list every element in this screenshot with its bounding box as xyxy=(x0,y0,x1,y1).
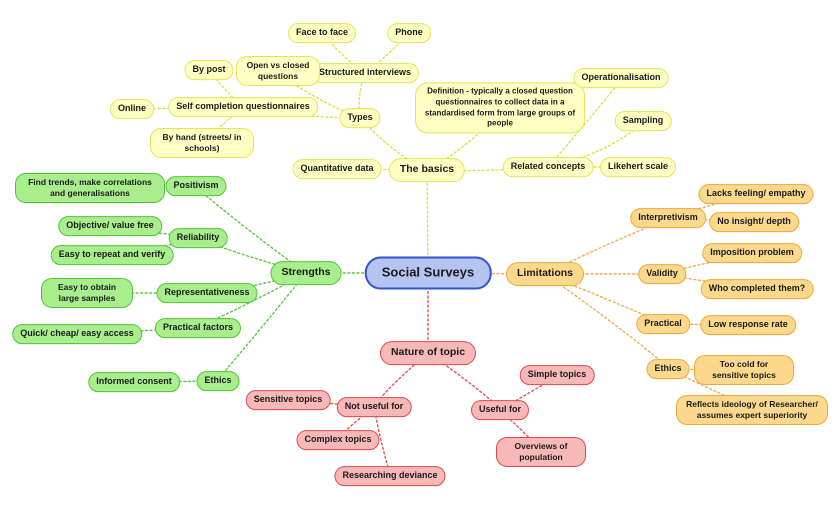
node-objective-value-free[interactable]: Objective/ value free xyxy=(58,216,162,236)
node-who-completed-them[interactable]: Who completed them? xyxy=(700,279,814,299)
node-nature-of-topic[interactable]: Nature of topic xyxy=(379,341,477,365)
node-useful-for[interactable]: Useful for xyxy=(470,400,530,420)
node-operationalisation[interactable]: Operationalisation xyxy=(573,68,669,88)
node-by-post[interactable]: By post xyxy=(184,60,234,80)
node-validity[interactable]: Validity xyxy=(638,264,686,284)
node-online[interactable]: Online xyxy=(109,99,155,119)
node-researching-deviance[interactable]: Researching deviance xyxy=(334,466,446,486)
node-lacks-feeling[interactable]: Lacks feeling/ empathy xyxy=(698,184,814,204)
node-practical-limitations[interactable]: Practical xyxy=(636,314,690,334)
node-sensitive-topics[interactable]: Sensitive topics xyxy=(245,390,331,410)
node-low-response-rate[interactable]: Low response rate xyxy=(700,315,796,335)
node-easy-to-repeat[interactable]: Easy to repeat and verify xyxy=(50,245,174,265)
node-definition[interactable]: Definition - typically a closed question… xyxy=(415,82,585,134)
node-ethics-limitations[interactable]: Ethics xyxy=(646,359,690,379)
node-sampling[interactable]: Sampling xyxy=(614,111,672,131)
node-phone[interactable]: Phone xyxy=(387,23,431,43)
node-complex-topics[interactable]: Complex topics xyxy=(296,430,380,450)
node-representativeness[interactable]: Representativeness xyxy=(156,283,258,303)
node-by-hand[interactable]: By hand (streets/ in schools) xyxy=(150,127,254,159)
node-overviews-of-population[interactable]: Overviews of population xyxy=(496,436,586,468)
node-quick-cheap-easy[interactable]: Quick/ cheap/ easy access xyxy=(12,324,142,344)
node-practical-factors[interactable]: Practical factors xyxy=(154,318,242,338)
node-informed-consent[interactable]: Informed consent xyxy=(88,372,180,392)
node-types[interactable]: Types xyxy=(339,108,381,128)
node-structured-interviews[interactable]: Structured interviews xyxy=(310,63,420,83)
node-easy-to-obtain[interactable]: Easy to obtain large samples xyxy=(41,277,133,309)
node-imposition-problem[interactable]: Imposition problem xyxy=(702,243,802,263)
node-strengths[interactable]: Strengths xyxy=(270,261,342,285)
node-self-completion-questionnaires[interactable]: Self completion questionnaires xyxy=(168,97,318,117)
node-limitations[interactable]: Limitations xyxy=(505,262,585,286)
node-not-useful-for[interactable]: Not useful for xyxy=(336,397,412,417)
node-reliability[interactable]: Reliability xyxy=(168,228,228,248)
node-interpretivism[interactable]: Interpretivism xyxy=(630,208,706,228)
node-too-cold[interactable]: Too cold for sensitive topics xyxy=(694,354,794,386)
node-find-trends[interactable]: Find trends, make correlations and gener… xyxy=(15,172,165,204)
node-no-insight[interactable]: No insight/ depth xyxy=(709,212,799,232)
node-ethics-strengths[interactable]: Ethics xyxy=(196,371,240,391)
node-quantitative-data[interactable]: Quantitative data xyxy=(292,159,382,179)
node-face-to-face[interactable]: Face to face xyxy=(287,23,357,43)
node-social-surveys[interactable]: Social Surveys xyxy=(364,256,492,290)
node-related-concepts[interactable]: Related concepts xyxy=(502,157,594,177)
node-likehert-scale[interactable]: Likehert scale xyxy=(599,157,677,177)
node-positivism[interactable]: Positivism xyxy=(165,176,227,196)
node-reflects-ideology[interactable]: Reflects ideology of Researcher/ assumes… xyxy=(676,394,828,426)
node-open-vs-closed-questions[interactable]: Open vs closed questions xyxy=(236,55,320,87)
node-the-basics[interactable]: The basics xyxy=(388,158,466,182)
node-simple-topics[interactable]: Simple topics xyxy=(519,365,595,385)
